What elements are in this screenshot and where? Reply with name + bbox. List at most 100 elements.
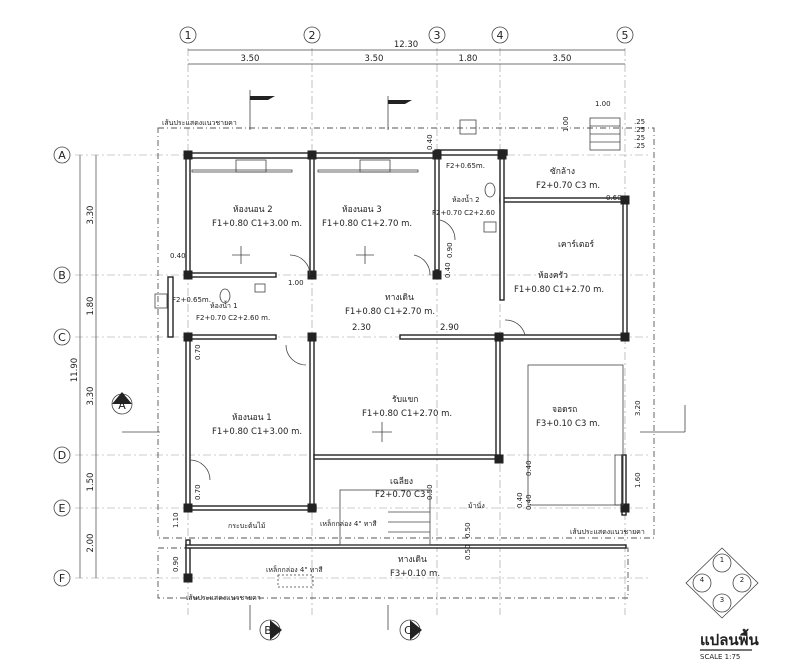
stair-step-dim-2: .25 (634, 126, 645, 134)
grid-row-f: F (59, 572, 65, 585)
bench-label: ม้านั่ง (468, 501, 485, 510)
steel-pipe-label-1: เหล็กกล่อง 4" ทาสี (320, 519, 377, 528)
terrace-name: เฉลียง (390, 476, 413, 487)
grid-col-3: 3 (434, 29, 441, 42)
bedroom-2-name: ห้องนอน 2 (233, 204, 273, 215)
bedroom-2-spec: F1+0.80 C1+3.00 m. (212, 219, 302, 229)
terrace-steps (277, 489, 431, 588)
dim-3-20: 3.20 (634, 400, 642, 416)
grid-row-b: B (58, 269, 66, 282)
span-d-e-dim: 1.50 (86, 473, 96, 492)
span-c-d-dim: 3.30 (86, 387, 96, 406)
bathroom-1-level: F2+0.65m. (172, 296, 211, 304)
dim-1-00-vert: 1.00 (562, 116, 570, 132)
section-a-label: A (118, 399, 126, 412)
drawing-title: แปลนพื้น SCALE 1:75 (700, 628, 760, 661)
bathroom-1-name: ห้องน้ำ 1 (210, 299, 238, 310)
bathroom-2-spec: F2+0.70 C2+2.60 (432, 209, 495, 217)
dim-0-60: 0.60 (606, 194, 622, 202)
counter-name: เคาร์เตอร์ (558, 239, 594, 250)
planter-label: กระบะต้นไม้ (228, 521, 265, 530)
stair-step-dim-1: .25 (634, 118, 645, 126)
grid-col-5: 5 (622, 29, 629, 42)
compass-2: 2 (740, 576, 744, 584)
level-crosses (232, 246, 392, 442)
eave-label-top: เส้นประแสดงแนวชายคา (162, 119, 237, 127)
dim-0-40-mid: 0.40 (444, 262, 452, 278)
top-dimensions: 12.30 3.50 3.50 1.80 3.50 (188, 40, 625, 65)
steel-pipe-label-2: เหล็กกล่อง 4" ทาสี (266, 565, 323, 574)
eave-label-bottom: เส้นประแสดงแนวชายคา (186, 594, 261, 602)
stair-step-dim-4: .25 (634, 142, 645, 150)
dim-1-60: 1.60 (634, 472, 642, 488)
stair-width-dim: 1.00 (595, 100, 611, 108)
dim-0-70-a: 0.70 (194, 344, 202, 360)
room-labels: ห้องนอน 2 F1+0.80 C1+3.00 m. ห้องนอน 3 F… (172, 162, 604, 579)
parking-name: จอดรถ (552, 405, 577, 415)
terrace-spec: F2+0.70 C3 (375, 490, 425, 500)
kitchen-spec: F1+0.80 C1+2.70 m. (514, 285, 604, 295)
structural-columns (183, 150, 630, 583)
living-spec: F1+0.80 C1+2.70 m. (362, 409, 452, 419)
parking-spec: F3+0.10 C3 m. (536, 419, 600, 429)
kitchen-name: ห้องครัว (538, 270, 568, 281)
span-1-2-dim: 3.50 (241, 54, 260, 64)
bathroom-1-spec: F2+0.70 C2+2.60 m. (196, 314, 270, 322)
dim-1-00-hall: 1.00 (288, 279, 304, 287)
overall-depth-dim: 11.90 (70, 358, 80, 382)
left-dimensions: 11.90 3.30 1.80 3.30 1.50 2.00 (70, 155, 97, 578)
door-swings (189, 219, 526, 481)
compass-3: 3 (720, 596, 724, 604)
dim-0-50-c: 0.50 (464, 544, 472, 560)
section-b-label: B (264, 624, 272, 637)
grid-row-e: E (59, 502, 66, 515)
dim-0-50-b: 0.50 (464, 522, 472, 538)
hallway-name: ทางเดิน (385, 293, 414, 303)
parking-area (527, 364, 624, 506)
bedroom-1-name: ห้องนอน 1 (232, 412, 272, 423)
span-2-3-dim: 3.50 (365, 54, 384, 64)
bathroom-2-name: ห้องน้ำ 2 (452, 193, 480, 204)
span-4-5-dim: 3.50 (553, 54, 572, 64)
hallway-spec: F1+0.80 C1+2.70 m. (345, 307, 435, 317)
stair-steps: .25 .25 .25 .25 1.00 (589, 100, 645, 151)
dim-0-70-b: 0.70 (194, 484, 202, 500)
compass-1: 1 (720, 556, 724, 564)
grid-col-1: 1 (185, 29, 192, 42)
row-grid-markers: A B C D E F (53, 146, 71, 587)
span-a-b-dim: 3.30 (86, 206, 96, 225)
grid-row-c: C (58, 331, 66, 344)
bedroom-3-name: ห้องนอน 3 (342, 204, 382, 215)
eave-label-right: เส้นประแสดงแนวชายคา (570, 528, 645, 536)
span-b-c-dim: 1.80 (86, 297, 96, 316)
grid-col-2: 2 (309, 29, 316, 42)
dim-2-30: 2.30 (352, 323, 371, 333)
span-3-4-dim: 1.80 (459, 54, 478, 64)
section-c-label: C (404, 624, 412, 637)
title-scale: SCALE 1:75 (700, 653, 740, 661)
title-name: แปลนพื้น (700, 628, 760, 649)
grid-row-a: A (58, 149, 66, 162)
dim-0-40-left: 0.40 (170, 252, 186, 260)
walkway-spec: F3+0.10 m. (390, 569, 440, 579)
dim-0-40-top: 0.40 (426, 134, 434, 150)
dim-2-90: 2.90 (440, 323, 459, 333)
dim-1-10: 1.10 (172, 512, 180, 528)
washing-name: ซักล้าง (550, 166, 575, 177)
grid-col-4: 4 (497, 29, 504, 42)
dim-0-90: 0.90 (446, 242, 454, 258)
bedroom-1-spec: F1+0.80 C1+3.00 m. (212, 427, 302, 437)
section-flags (122, 90, 686, 630)
compass-4: 4 (700, 576, 705, 584)
dim-0-40-c: 0.40 (525, 494, 533, 510)
living-name: รับแขก (392, 395, 418, 405)
span-e-f-dim: 2.00 (86, 534, 96, 553)
compass-legend: 1 2 3 4 (685, 547, 759, 619)
overall-width-dim: 12.30 (394, 40, 418, 50)
section-markers: A B C (111, 392, 422, 641)
grid-row-d: D (58, 449, 66, 462)
bedroom-3-spec: F1+0.80 C1+2.70 m. (322, 219, 412, 229)
column-grid-markers: 1 2 3 4 5 (179, 26, 634, 44)
stair-step-dim-3: .25 (634, 134, 645, 142)
